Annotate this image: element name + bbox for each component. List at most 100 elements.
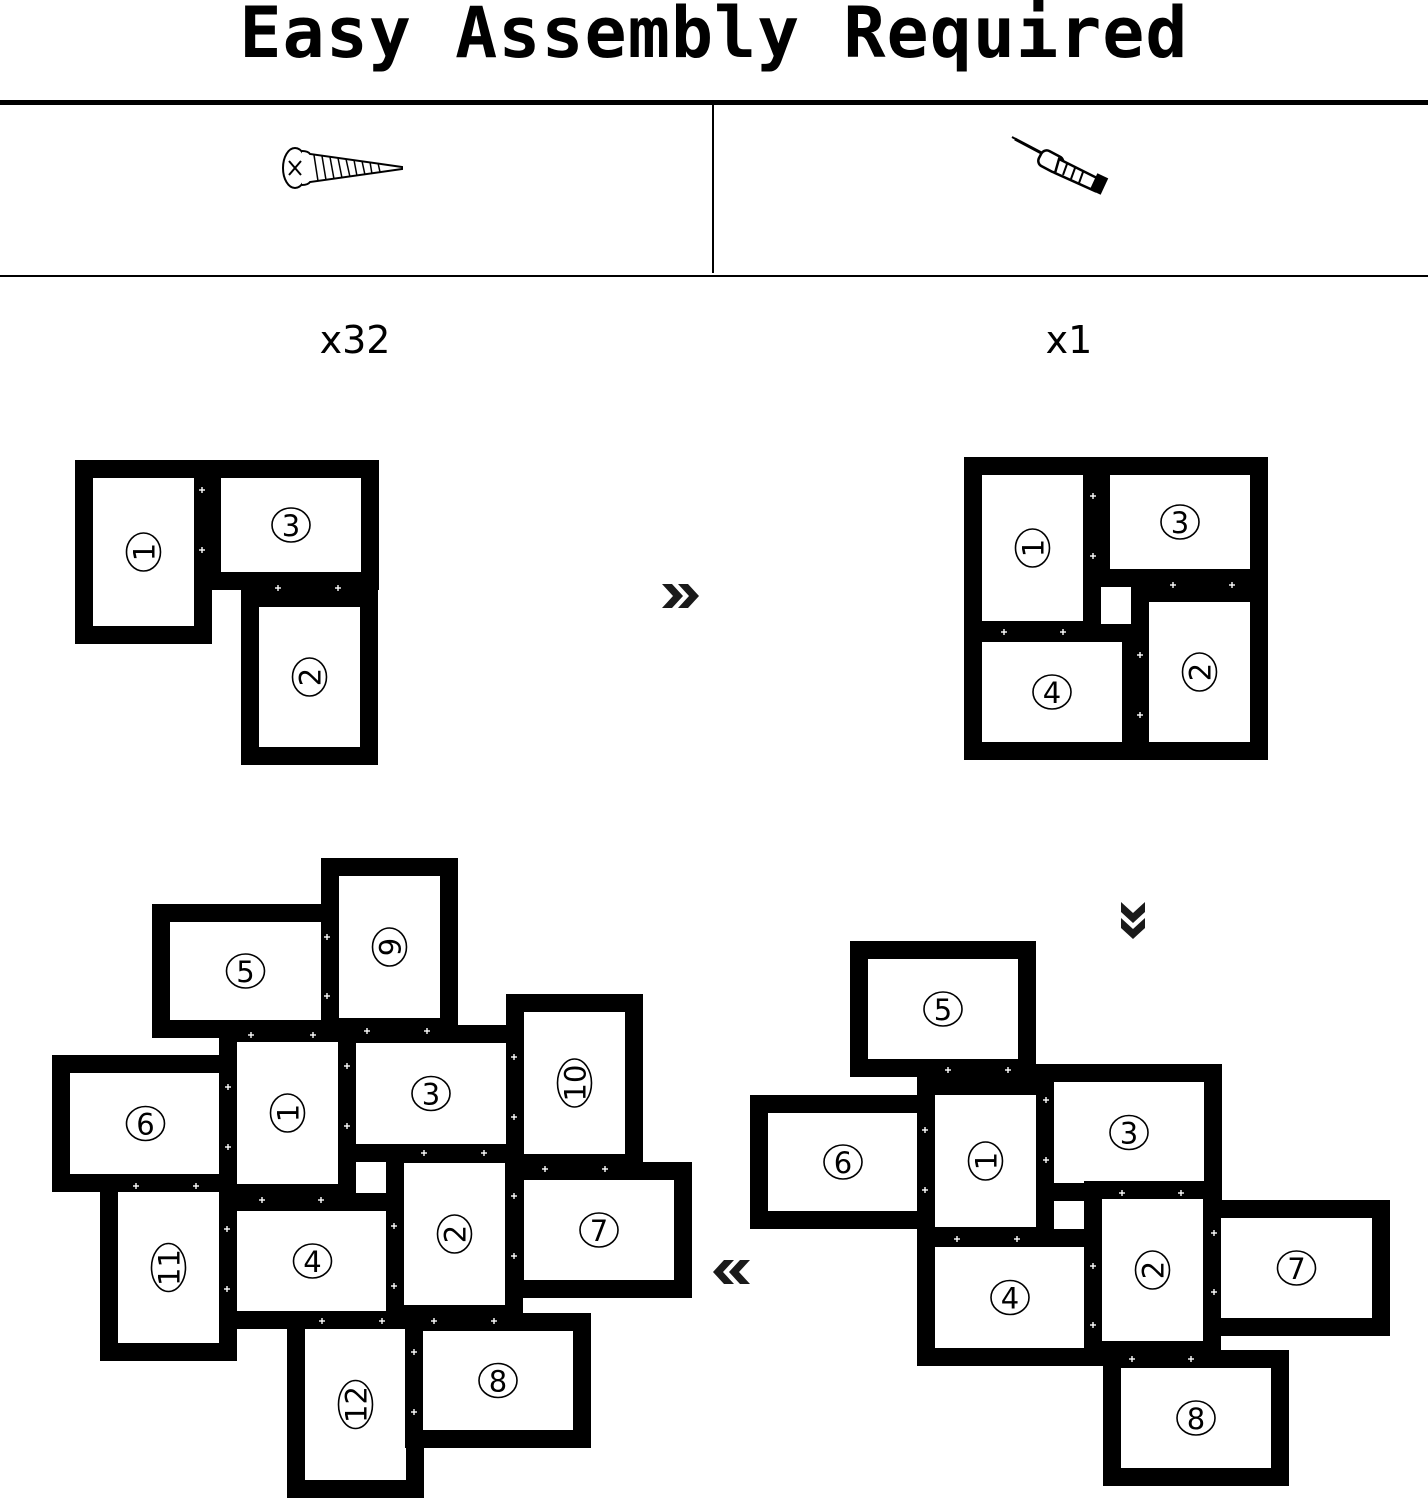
frame-number-badge: 12: [337, 1379, 374, 1430]
screw-hole-icon: [1012, 1234, 1022, 1244]
photo-frame-3: 3: [338, 1025, 524, 1162]
frame-number-badge: 4: [1032, 674, 1072, 710]
screw-hole-icon: [246, 1030, 256, 1040]
photo-frame-2: 2: [1084, 1181, 1221, 1359]
screw-hole-icon: [999, 627, 1009, 637]
screw-hole-icon: [191, 1181, 201, 1191]
assembly-step-3: 5 6 1 3 4 2 7 8: [750, 941, 1390, 1486]
screw-hole-icon: [1209, 1287, 1219, 1297]
frame-number-badge: 4: [292, 1243, 333, 1279]
screw-icon: [282, 147, 403, 189]
frame-number-badge: 8: [1176, 1400, 1216, 1436]
screw-hole-icon: [409, 1407, 419, 1417]
photo-frame-8: 8: [1103, 1350, 1289, 1486]
frame-number: 12: [340, 1386, 374, 1423]
frame-number: 8: [489, 1365, 507, 1399]
frame-number: 7: [590, 1214, 608, 1248]
screw-hole-icon: [273, 583, 283, 593]
frame-number: 9: [374, 938, 408, 956]
parts-bottom-divider: [0, 275, 1428, 277]
screw-hole-icon: [952, 1234, 962, 1244]
photo-frame-1: 1: [964, 457, 1101, 639]
screw-hole-icon: [322, 991, 332, 1001]
screw-hole-icon: [600, 1164, 610, 1174]
assembly-step-2: 13 4 2: [964, 457, 1268, 760]
frame-number: 5: [934, 993, 952, 1027]
screw-hole-icon: [222, 1284, 232, 1294]
frame-number-badge: 1: [967, 1141, 1004, 1181]
frame-number: 4: [303, 1245, 321, 1279]
chevron-left-icon: [713, 1260, 750, 1284]
screw-hole-icon: [1127, 1354, 1137, 1364]
screw-hole-icon: [920, 1185, 930, 1195]
screw-hole-icon: [429, 1316, 439, 1326]
assembly-step-1: 1 3 2: [75, 460, 379, 765]
screw-hole-icon: [316, 1195, 326, 1205]
frame-number: 11: [153, 1249, 187, 1286]
photo-frame-6: 6: [52, 1055, 239, 1192]
photo-frame-4: 4: [219, 1193, 406, 1329]
screw-hole-icon: [509, 1191, 519, 1201]
part-screwdriver: x1: [714, 105, 1424, 362]
screw-hole-icon: [1227, 580, 1237, 590]
photo-frame-3: 3: [203, 460, 379, 590]
photo-frame-2: 2: [241, 589, 378, 765]
photo-frame-1: 1: [75, 460, 212, 644]
screw-hole-icon: [509, 1112, 519, 1122]
frame-number: 8: [1187, 1402, 1205, 1436]
frame-number: 5: [236, 955, 254, 989]
screw-hole-icon: [317, 1316, 327, 1326]
photo-frame-3: 3: [1092, 457, 1268, 587]
screw-hole-icon: [257, 1195, 267, 1205]
frame-number-badge: 7: [579, 1212, 619, 1248]
photo-frame-11: 11: [100, 1174, 237, 1361]
frame-number-badge: 6: [823, 1144, 863, 1180]
frame-number: 3: [1120, 1117, 1138, 1151]
photo-frame-6: 6: [750, 1095, 936, 1229]
frame-number: 1: [970, 1152, 1004, 1170]
screw-hole-icon: [920, 1125, 930, 1135]
frame-number-badge: 2: [1134, 1250, 1171, 1290]
frame-number-badge: 8: [478, 1362, 518, 1399]
frame-number-badge: 5: [923, 991, 963, 1027]
screw-hole-icon: [222, 1224, 232, 1234]
frame-number-badge: 3: [271, 507, 311, 543]
screw-hole-icon: [419, 1148, 429, 1158]
chevron-down-icon: [1121, 902, 1145, 939]
photo-frame-5: 5: [850, 941, 1036, 1077]
frame-number: 3: [282, 509, 300, 543]
frame-number-badge: 1: [269, 1093, 306, 1133]
frame-number: 6: [834, 1146, 852, 1180]
header-divider: [0, 100, 1428, 105]
photo-frame-10: 10: [506, 994, 643, 1172]
screw-hole-icon: [377, 1316, 387, 1326]
screw-hole-icon: [1209, 1228, 1219, 1238]
parts-divider: [712, 105, 714, 273]
screw-hole-icon: [509, 1052, 519, 1062]
frame-number: 2: [1137, 1261, 1171, 1279]
screw-hole-icon: [1135, 710, 1145, 720]
frame-number: 2: [439, 1225, 473, 1243]
photo-frame-4: 4: [917, 1229, 1103, 1366]
screw-hole-icon: [943, 1065, 953, 1075]
chevron-right-icon: [662, 584, 699, 608]
frame-number-badge: 2: [1181, 652, 1218, 692]
frame-number: 4: [1001, 1282, 1019, 1316]
photo-frame-9: 9: [321, 858, 458, 1036]
frame-number: 1: [128, 543, 162, 561]
screw-hole-icon: [1088, 491, 1098, 501]
frame-number: 7: [1287, 1252, 1305, 1286]
screw-hole-icon: [389, 1281, 399, 1291]
screw-hole-icon: [223, 1082, 233, 1092]
photo-frame-5: 5: [152, 904, 339, 1038]
frame-number-badge: 3: [411, 1075, 451, 1112]
screw-hole-icon: [197, 545, 207, 555]
screw-hole-icon: [322, 932, 332, 942]
photo-frame-2: 2: [1131, 584, 1268, 760]
screw-hole-icon: [1058, 627, 1068, 637]
screw-hole-icon: [342, 1121, 352, 1131]
photo-frame-3: 3: [1036, 1064, 1222, 1201]
screw-hole-icon: [342, 1061, 352, 1071]
screw-hole-icon: [389, 1221, 399, 1231]
screw-quantity: x32: [319, 318, 391, 362]
